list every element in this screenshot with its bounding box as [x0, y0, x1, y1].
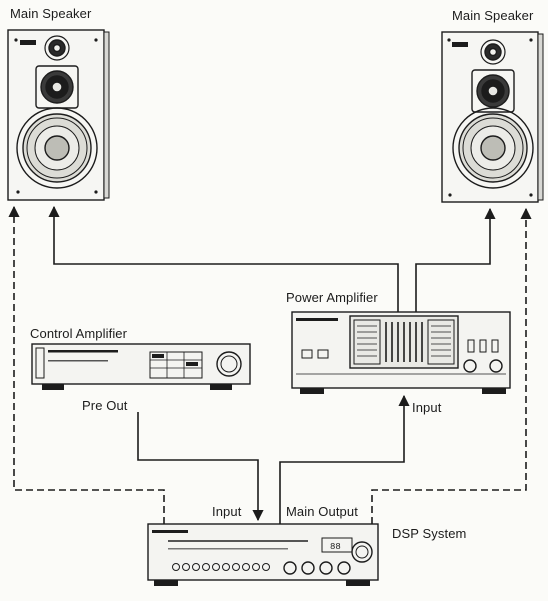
control-amplifier: [31, 343, 251, 390]
dsp-main-output-label: Main Output: [286, 504, 358, 519]
main-speaker-left-label: Main Speaker: [10, 6, 92, 21]
power-to-left-speaker-line: [48, 205, 399, 312]
power-to-right-speaker-line: [415, 207, 496, 312]
dsp-input-label: Input: [212, 504, 242, 519]
dsp-to-left-speaker-line: [8, 205, 165, 524]
power-amplifier-label: Power Amplifier: [286, 290, 378, 305]
power-amplifier: [291, 311, 511, 394]
dsp-system-label: DSP System: [392, 526, 467, 541]
dsp-output-to-power-input-line: [279, 394, 410, 524]
main-signal-lines: [48, 205, 496, 524]
dsp-system: [147, 523, 379, 586]
pre-out-to-dsp-input-line: [137, 412, 264, 522]
control-amplifier-label: Control Amplifier: [30, 326, 128, 341]
dsp-speaker-feed-lines: [8, 205, 532, 524]
main-speaker-right-label: Main Speaker: [452, 8, 534, 23]
dsp-display-readout: 88: [330, 542, 341, 552]
pre-out-label: Pre Out: [82, 398, 128, 413]
dsp-to-right-speaker-line: [371, 207, 532, 524]
power-amplifier-input-label: Input: [412, 400, 442, 415]
main-speaker-right: [441, 31, 544, 203]
main-speaker-left: [7, 29, 110, 201]
